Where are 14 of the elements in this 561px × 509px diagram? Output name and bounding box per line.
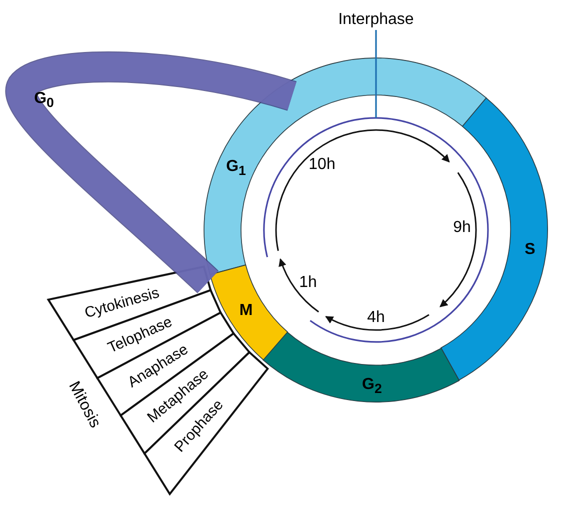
duration-label: 10h	[308, 156, 336, 174]
ring-segment	[262, 330, 460, 403]
phase-label: G$_{2}$	[362, 376, 382, 396]
interphase-label: Interphase	[338, 11, 414, 29]
leader-line	[375, 30, 377, 118]
duration-label: 9h	[453, 219, 471, 237]
phase-label: S	[524, 240, 536, 259]
phase-label: G$_{1}$	[226, 158, 246, 178]
interphase-arc	[262, 116, 490, 344]
duration-label: 1h	[299, 274, 317, 292]
ring-segment	[208, 264, 288, 361]
phase-label: M	[239, 302, 253, 320]
ring-segment	[440, 97, 549, 382]
duration-label: 4h	[367, 309, 385, 327]
